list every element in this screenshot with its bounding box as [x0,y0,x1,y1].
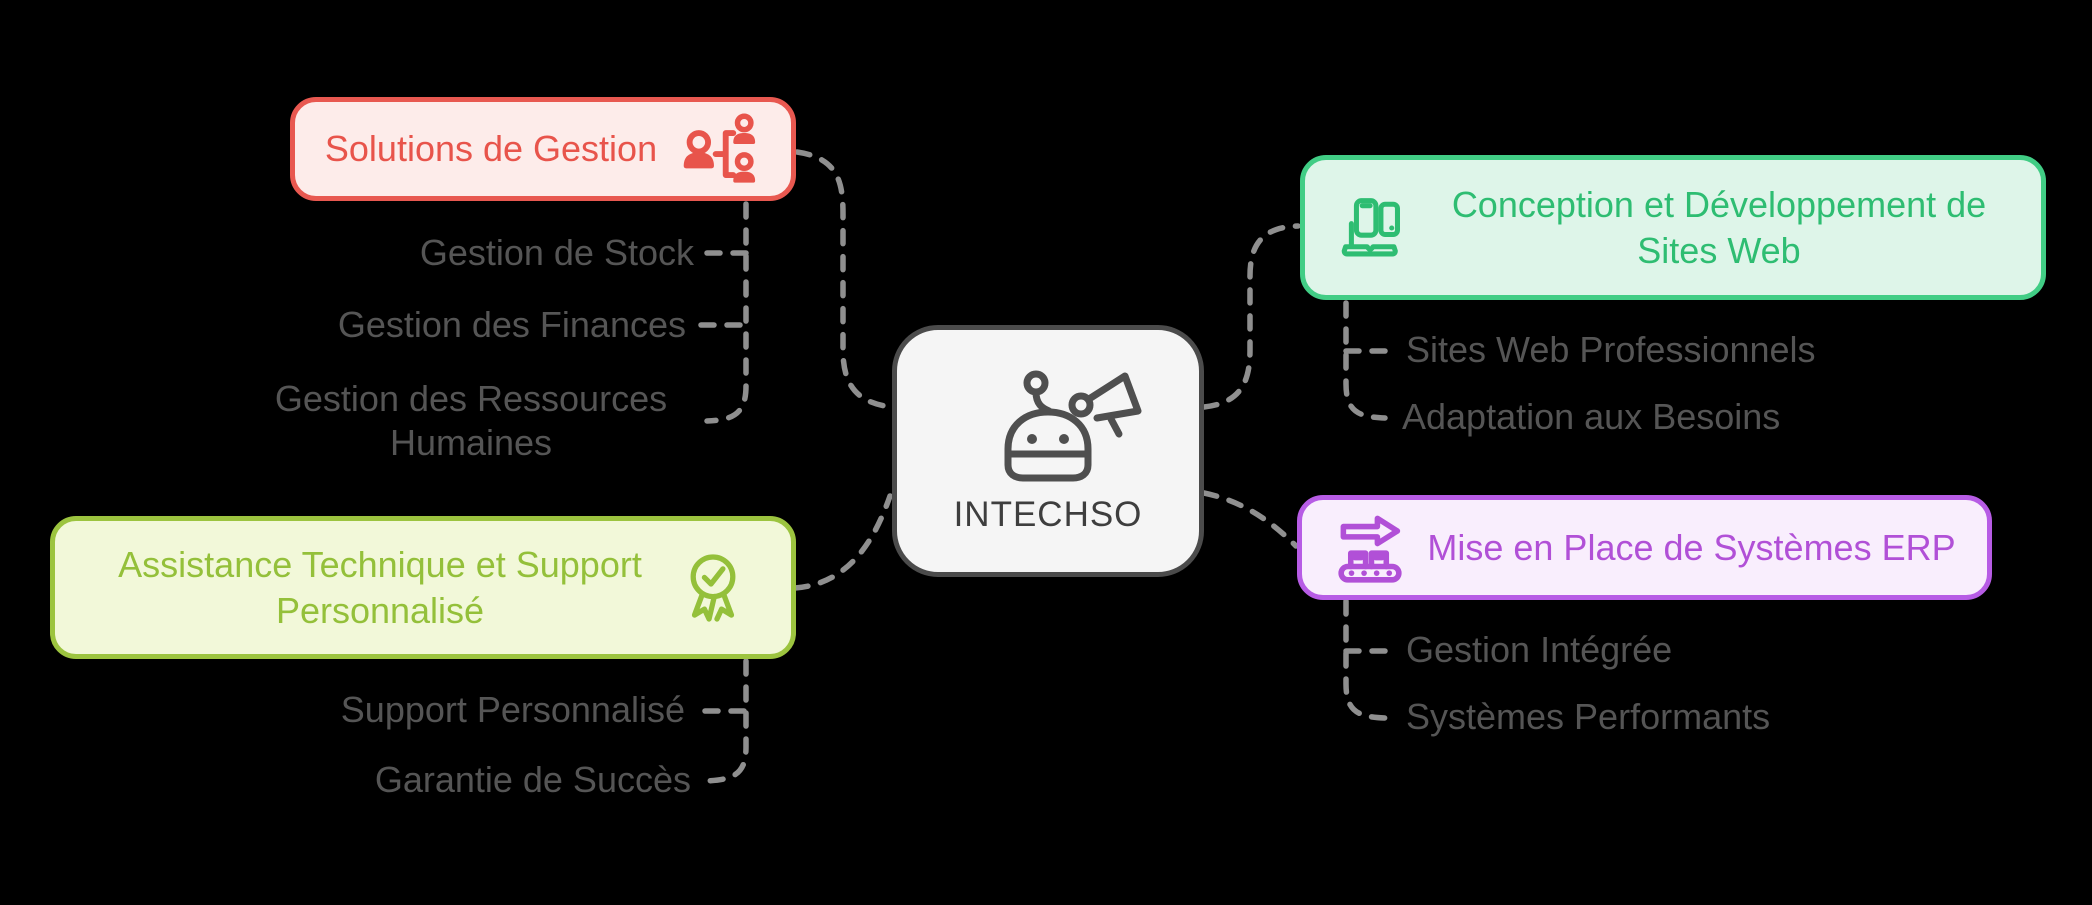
child-label-support-personnalise: Support Personnalisé [340,689,685,730]
child-label-adaptation-aux-besoins: Adaptation aux Besoins [1402,396,1781,437]
child-label-gestion-integree: Gestion Intégrée [1406,629,1673,670]
trunk-mint-children [1343,300,1388,421]
trunk-purple-children [1343,598,1388,721]
conveyor-arrow-icon [1338,515,1403,583]
devices-icon [1341,197,1400,256]
award-check-icon [690,553,736,622]
connector-lime-to-center [792,493,893,591]
branch-box-solutions-de-gestion: Solutions de Gestion [290,97,796,201]
branch-label: Conception et Développement de Sites Web [1451,183,1987,271]
child-label-gestion-de-stock: Gestion de Stock [419,232,694,273]
branch-box-systemes-erp: Mise en Place de Systèmes ERP [1297,495,1992,600]
child-label-gestion-ressources-humaines: Gestion des Ressources Humaines [274,378,668,463]
connector-red-to-center [794,149,895,410]
branch-label: Solutions de Gestion [324,128,658,169]
branch-label: Mise en Place de Systèmes ERP [1427,526,1956,568]
branch-box-conception-sites-web: Conception et Développement de Sites Web [1300,155,2046,300]
trunk-lime-children [701,658,749,784]
trunk-red-children [704,201,749,424]
branch-label: Assistance Technique et Support Personna… [118,543,642,631]
connector-center-to-mint [1201,223,1301,410]
child-label-sites-web-professionnels: Sites Web Professionnels [1406,329,1816,370]
connector-center-to-purple [1201,490,1299,549]
branch-box-assistance-technique: Assistance Technique et Support Personna… [50,516,796,659]
child-label-gestion-des-finances: Gestion des Finances [337,304,686,345]
child-label-garantie-de-succes: Garantie de Succès [374,759,691,800]
child-label-systemes-performants: Systèmes Performants [1406,696,1771,737]
robot-megaphone-icon [1004,370,1142,482]
central-node-label: INTECHSO [953,495,1143,534]
org-people-icon [683,113,756,183]
central-node: INTECHSO [892,325,1204,577]
